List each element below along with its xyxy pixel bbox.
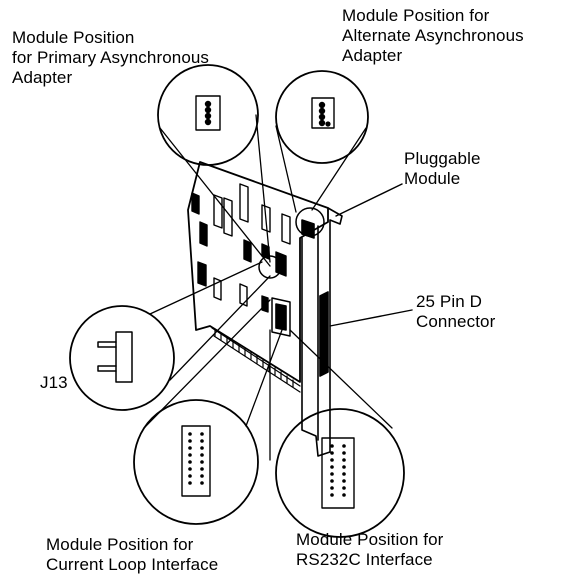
dconnector-label-line1: 25 Pin D — [416, 292, 495, 312]
edge-connector — [212, 328, 300, 392]
j13-label: J13 — [40, 373, 68, 393]
alternate-module-label: Module Position for Alternate Asynchrono… — [342, 6, 524, 66]
alternate-module-label-line1: Module Position for — [342, 6, 524, 26]
alternate-module-label-line2: Alternate Asynchronous — [342, 26, 524, 46]
primary-module-label-line2: for Primary Asynchronous — [12, 48, 209, 68]
current-loop-label-line2: Current Loop Interface — [46, 555, 218, 575]
primary-module-label: Module Position for Primary Asynchronous… — [12, 28, 209, 88]
rs232c-label-line1: Module Position for — [296, 530, 443, 550]
pluggable-module-label: Pluggable Module — [404, 149, 481, 189]
card-chips — [192, 184, 290, 312]
current-loop-callout — [134, 300, 282, 524]
primary-module-label-line1: Module Position — [12, 28, 209, 48]
rs232c-label: Module Position for RS232C Interface — [296, 530, 443, 570]
alternate-module-callout — [276, 71, 368, 212]
dconnector-label-line2: Connector — [416, 312, 495, 332]
primary-module-callout — [158, 65, 270, 266]
pluggable-module-label-line2: Module — [404, 169, 481, 189]
pluggable-module-label-line1: Pluggable — [404, 149, 481, 169]
dconnector-leader — [330, 310, 412, 326]
rs232c-callout — [270, 330, 404, 537]
primary-module-label-line3: Adapter — [12, 68, 209, 88]
current-loop-label: Module Position for Current Loop Interfa… — [46, 535, 218, 575]
current-loop-label-line1: Module Position for — [46, 535, 218, 555]
rs232c-label-line2: RS232C Interface — [296, 550, 443, 570]
pluggable-leader — [336, 184, 402, 216]
alternate-module-label-line3: Adapter — [342, 46, 524, 66]
mounting-bracket — [302, 208, 342, 456]
j13-label-text: J13 — [40, 373, 68, 393]
dconnector-label: 25 Pin D Connector — [416, 292, 495, 332]
